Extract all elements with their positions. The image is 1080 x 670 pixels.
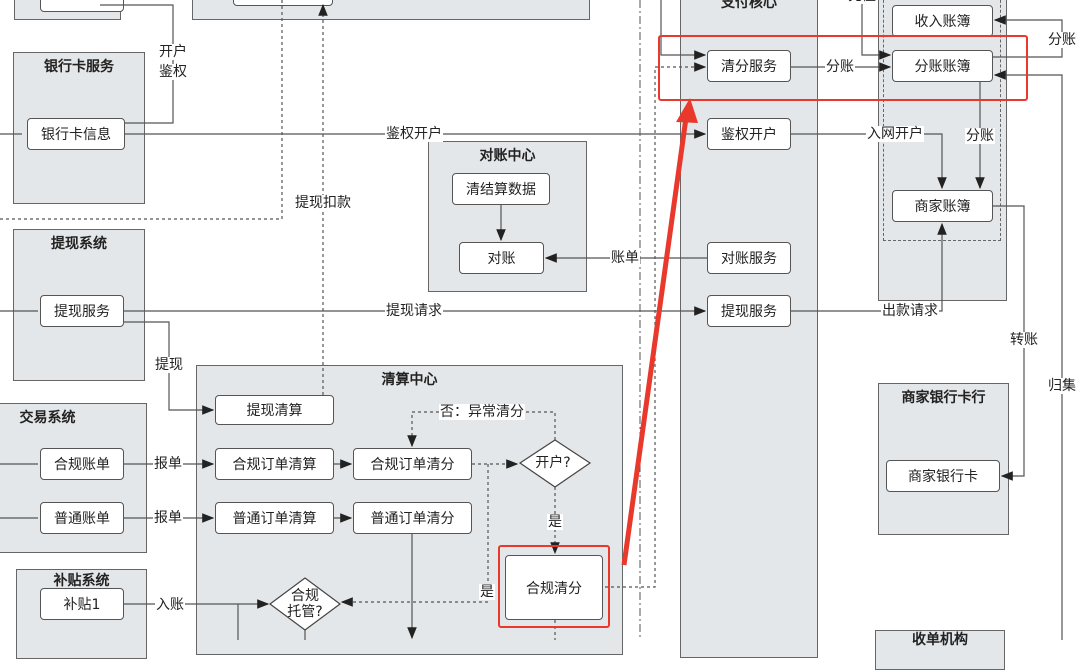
node-reconcile[interactable]: 对账: [459, 242, 544, 274]
edge-label: 充值: [847, 0, 877, 4]
pay-core-group: 支付核心: [680, 0, 818, 658]
node-merchant-bank-card[interactable]: 商家银行卡: [886, 460, 1000, 492]
node-bank-card-info[interactable]: 银行卡信息: [27, 118, 125, 150]
highlight-box-compliant-split: [498, 545, 610, 628]
edge-label: 归集: [1047, 378, 1077, 394]
edge-label: 提现请求: [385, 303, 443, 319]
edge-label: 报单: [153, 456, 183, 472]
node-compliant-order-split[interactable]: 合规订单清分: [353, 448, 472, 480]
edge-label: 分账: [965, 128, 995, 144]
edge-label: 否：异常清分: [439, 404, 525, 420]
edge-label: 转账: [1009, 332, 1039, 348]
top-middle-node[interactable]: [233, 0, 333, 6]
node-income-ledger[interactable]: 收入账簿: [892, 5, 993, 37]
node-auth-open[interactable]: 鉴权开户: [707, 118, 791, 150]
edge-label: 鉴权开户: [385, 126, 443, 142]
edge-label: 入账: [155, 597, 185, 613]
edge-label: 鉴权: [158, 64, 188, 80]
node-subsidy1[interactable]: 补贴1: [40, 588, 124, 620]
edge-label: 账单: [610, 250, 640, 266]
top-left-node[interactable]: [40, 0, 124, 12]
node-split-service[interactable]: 清分服务: [707, 50, 791, 82]
node-compliant-split[interactable]: 合规清分: [505, 555, 603, 620]
edge-label: 出款请求: [881, 303, 939, 319]
group-title: 对账中心: [479, 148, 536, 164]
node-withdraw-clearing[interactable]: 提现清算: [215, 395, 334, 425]
node-compliant-bill[interactable]: 合规账单: [40, 448, 124, 480]
connectors: [0, 0, 1063, 640]
group-title: 支付核心: [721, 0, 777, 11]
node-withdraw-service-core[interactable]: 提现服务: [707, 295, 791, 327]
group-title: 清算中心: [381, 372, 438, 388]
edge-label: 报单: [153, 510, 183, 526]
decision-custody-label: 合规托管?: [287, 588, 323, 620]
group-title: 商家银行卡行: [901, 390, 986, 406]
node-normal-order-settle[interactable]: 普通订单清算: [215, 502, 334, 534]
edge-label: 提现: [154, 357, 184, 373]
highlight-box-split: [658, 35, 1028, 101]
edge-label: 分账: [1047, 32, 1077, 48]
node-withdraw-service[interactable]: 提现服务: [40, 295, 124, 327]
edge-label: 是: [547, 514, 563, 530]
merchant-bank-group: 商家银行卡行: [878, 383, 1009, 535]
group-title: 交易系统: [19, 410, 76, 426]
decision-custody: [268, 577, 342, 631]
edge-label: 开户: [158, 44, 188, 60]
highlight-arrow: [621, 98, 698, 566]
edge-label: 是: [479, 584, 495, 600]
group-title: 提现系统: [51, 236, 107, 252]
node-recon-service[interactable]: 对账服务: [707, 242, 791, 274]
group-title: 银行卡服务: [44, 59, 114, 75]
node-normal-bill[interactable]: 普通账单: [40, 502, 124, 534]
decision-open-account-label: 开户?: [535, 455, 571, 471]
edge-label: 入网开户: [866, 126, 924, 142]
reconciliation-center-group: 对账中心: [428, 141, 587, 292]
node-settle-data[interactable]: 清结算数据: [452, 173, 550, 205]
node-compliant-order-settle[interactable]: 合规订单清算: [215, 448, 334, 480]
node-split-ledger[interactable]: 分账账簿: [892, 50, 993, 82]
edge-label: 分账: [825, 59, 855, 75]
edge-label: 提现扣款: [294, 195, 352, 211]
group-title: 补贴系统: [53, 573, 110, 589]
node-merchant-ledger[interactable]: 商家账簿: [892, 190, 993, 222]
decision-open-account: [518, 439, 592, 488]
node-normal-order-split[interactable]: 普通订单清分: [353, 502, 472, 534]
